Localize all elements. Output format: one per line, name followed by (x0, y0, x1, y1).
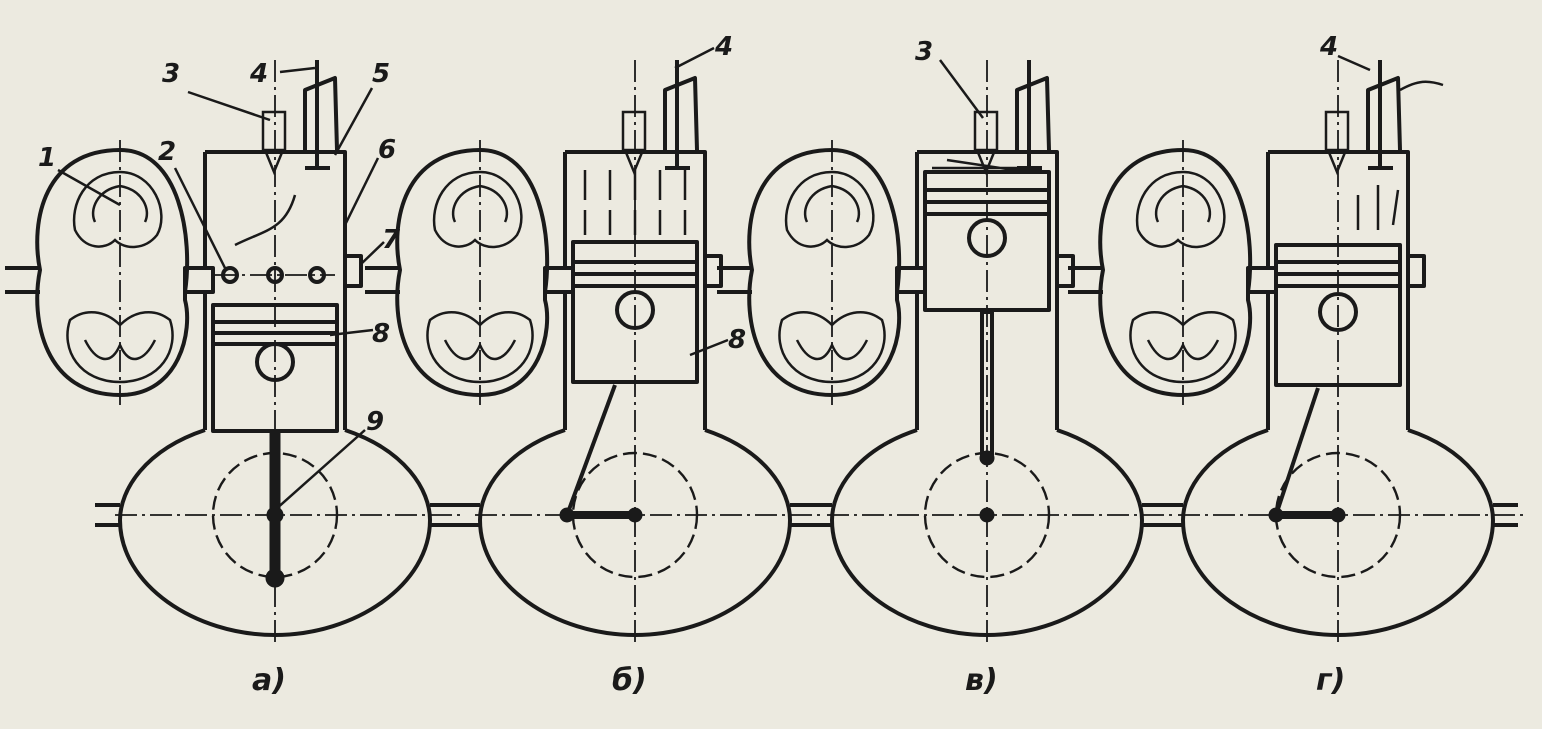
panel-a (3, 58, 467, 647)
panel-captions: а) б) в) г) (252, 663, 1345, 698)
callout-4: 4 (249, 59, 268, 89)
callout-2: 2 (158, 137, 176, 167)
panel-d (1066, 58, 1530, 647)
callout-c-3: 3 (915, 37, 933, 67)
callouts-other-panels: 4 8 3 4 (714, 32, 1338, 355)
callout-b-4: 4 (714, 32, 733, 62)
callout-b-8: 8 (728, 325, 746, 355)
caption-a: а) (252, 663, 286, 698)
panel-b (363, 58, 827, 647)
caption-b: б) (612, 663, 647, 698)
panel-c (715, 58, 1179, 647)
callout-5: 5 (372, 59, 390, 89)
caption-d: г) (1316, 663, 1345, 698)
callout-3: 3 (162, 59, 180, 89)
callout-1: 1 (38, 143, 56, 173)
callout-d-4: 4 (1319, 32, 1338, 62)
callout-leaders (57, 46, 1371, 511)
callout-8: 8 (372, 319, 390, 349)
callout-6: 6 (378, 135, 396, 165)
caption-c: в) (965, 663, 998, 698)
callout-7: 7 (382, 225, 401, 255)
callouts-panel-a: 1 2 3 4 5 6 7 8 9 (38, 59, 401, 437)
callout-9: 9 (366, 407, 384, 437)
